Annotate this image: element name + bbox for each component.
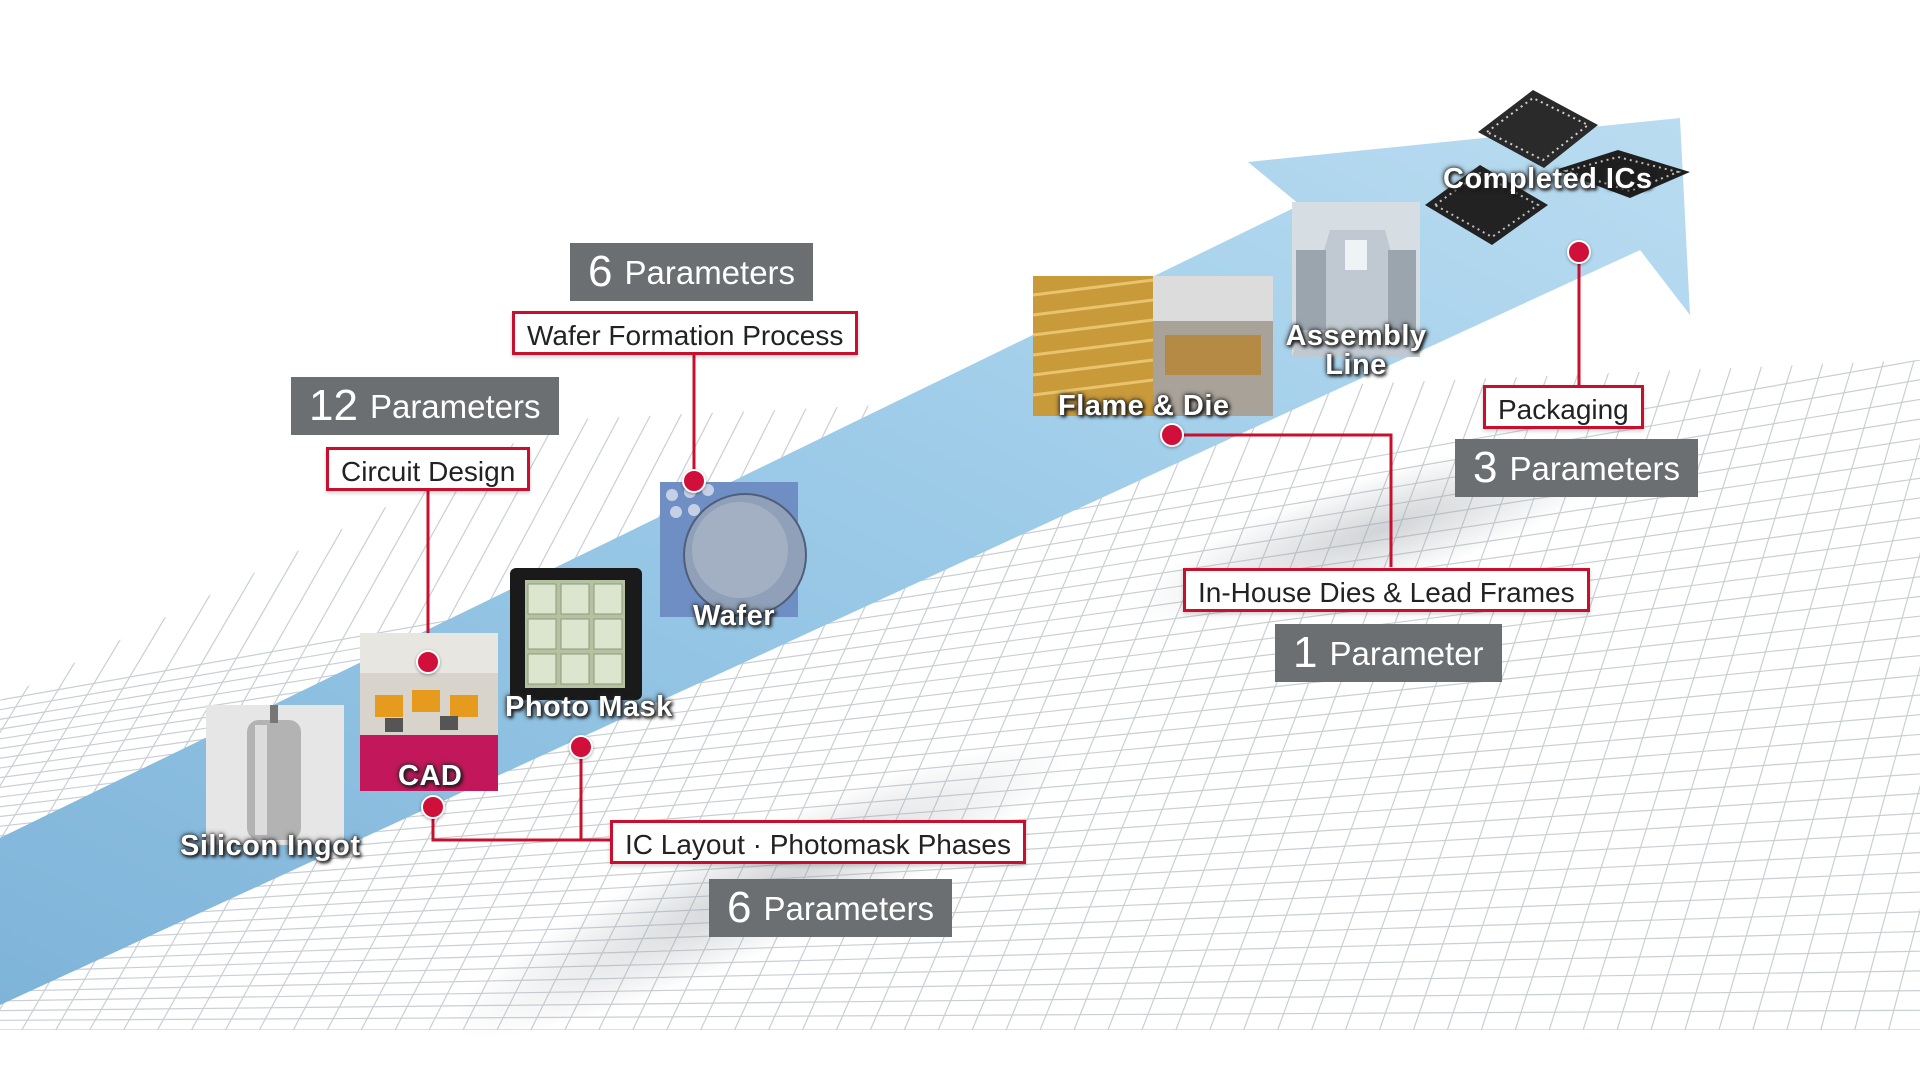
grid-line — [0, 950, 1920, 992]
param-unit: Parameters — [1509, 450, 1681, 487]
grid-line — [1851, 360, 1920, 1030]
marker-cad — [421, 795, 445, 819]
grid-line — [0, 970, 1920, 1002]
param-badge-circuit-design: 12 Parameters — [291, 377, 559, 435]
grid-line — [0, 1009, 1920, 1021]
silicon-ingot-photo — [206, 705, 344, 845]
param-count: 6 — [727, 883, 752, 932]
grid-line — [1715, 360, 1920, 1030]
param-count: 6 — [588, 247, 613, 296]
process-label-wafer-formation: Wafer Formation Process — [512, 311, 859, 355]
marker-flame-die — [1160, 423, 1184, 447]
grid-line — [1885, 360, 1920, 1030]
marker-photo-mask — [569, 735, 593, 759]
process-label-packaging: Packaging — [1483, 385, 1644, 429]
grid-line — [1817, 360, 1920, 1030]
completed-ics-photo — [1425, 90, 1690, 245]
grid-line — [0, 871, 1920, 953]
param-unit: Parameters — [369, 388, 541, 425]
stage-label-silicon-ingot: Silicon Ingot — [180, 830, 361, 862]
process-label-circuit-design: Circuit Design — [326, 447, 531, 491]
grid-line — [1103, 360, 1381, 1030]
param-count: 3 — [1473, 443, 1498, 492]
grid-line — [1749, 360, 1920, 1030]
photo-mask-photo — [510, 568, 642, 700]
process-label-in-house-dies: In-House Dies & Lead Frames — [1183, 568, 1590, 612]
grid-line — [1069, 360, 1351, 1030]
grid-line — [0, 891, 1920, 963]
grid-line — [1001, 360, 1291, 1030]
flame-die-photo — [1032, 276, 1273, 416]
stage-label-wafer: Wafer — [693, 600, 775, 632]
marker-packaging — [1567, 240, 1591, 264]
grid-line — [1205, 360, 1471, 1030]
wafer-photo — [660, 482, 807, 617]
grid-line — [1613, 360, 1831, 1030]
grid-line — [1545, 360, 1771, 1030]
marker-wafer-formation — [682, 469, 706, 493]
grid-line — [0, 852, 1920, 944]
grid-line — [1511, 360, 1741, 1030]
param-unit: Parameters — [763, 890, 935, 927]
grid-line — [1783, 360, 1920, 1030]
grid-line — [0, 930, 1920, 983]
process-label-ic-layout: IC Layout · Photomask Phases — [610, 820, 1026, 864]
stage-label-photo-mask: Photo Mask — [505, 691, 673, 723]
cad-photo — [360, 633, 498, 791]
grid-line — [1171, 360, 1441, 1030]
grid-line — [0, 989, 1920, 1012]
param-badge-wafer-formation: 6 Parameters — [570, 243, 814, 301]
grid-line — [1647, 360, 1861, 1030]
param-badge-packaging: 3 Parameters — [1455, 439, 1699, 497]
grid-line — [0, 812, 1920, 924]
grid-line — [1137, 360, 1411, 1030]
stage-label-flame-die: Flame & Die — [1058, 390, 1230, 422]
stage-label-assembly-line: Assembly Line — [1285, 320, 1427, 381]
marker-circuit-design — [416, 650, 440, 674]
stage-label-cad: CAD — [398, 760, 463, 792]
assembly-line-photo — [1292, 202, 1420, 357]
grid-line — [1681, 360, 1891, 1030]
param-count: 1 — [1293, 628, 1318, 677]
grid-line — [967, 360, 1261, 1030]
param-unit: Parameters — [624, 254, 796, 291]
param-count: 12 — [309, 381, 358, 430]
grid-line — [1035, 360, 1321, 1030]
param-badge-ic-layout: 6 Parameters — [709, 879, 953, 937]
param-badge-in-house-dies: 1 Parameter — [1275, 624, 1502, 682]
stage-label-completed-ics: Completed ICs — [1443, 163, 1653, 195]
grid-line — [1579, 360, 1801, 1030]
grid-line — [0, 911, 1920, 973]
param-unit: Parameter — [1329, 635, 1484, 672]
